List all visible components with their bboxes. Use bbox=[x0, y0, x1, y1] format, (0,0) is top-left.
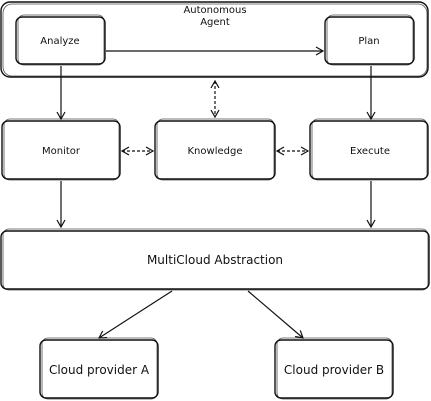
cloud-provider-a-node[interactable]: Cloud provider A bbox=[39, 337, 159, 400]
knowledge-label: Knowledge bbox=[188, 146, 243, 157]
arrow-abstraction-to-provider-b bbox=[247, 290, 304, 339]
arrow-abstraction-to-provider-a bbox=[97, 290, 173, 339]
autonomous-agent-group: Autonomous Agent bbox=[0, 1, 429, 78]
execute-label: Execute bbox=[350, 146, 390, 157]
multicloud-abstraction-node[interactable]: MultiCloud Abstraction bbox=[0, 228, 430, 291]
agent-label-line1: Autonomous bbox=[183, 5, 246, 16]
plan-node[interactable]: Plan bbox=[324, 14, 415, 66]
plan-label: Plan bbox=[358, 36, 379, 47]
agent-label-line2: Agent bbox=[200, 17, 230, 28]
monitor-node[interactable]: Monitor bbox=[1, 118, 121, 181]
cloud-provider-a-label: Cloud provider A bbox=[49, 363, 150, 377]
cloud-provider-b-label: Cloud provider B bbox=[284, 363, 384, 377]
analyze-label: Analyze bbox=[40, 36, 79, 47]
cloud-provider-b-node[interactable]: Cloud provider B bbox=[274, 337, 394, 400]
monitor-label: Monitor bbox=[42, 146, 81, 157]
knowledge-node[interactable]: Knowledge bbox=[154, 118, 276, 181]
multicloud-abstraction-label: MultiCloud Abstraction bbox=[147, 253, 283, 267]
execute-node[interactable]: Execute bbox=[309, 118, 429, 181]
analyze-node[interactable]: Analyze bbox=[15, 14, 106, 66]
